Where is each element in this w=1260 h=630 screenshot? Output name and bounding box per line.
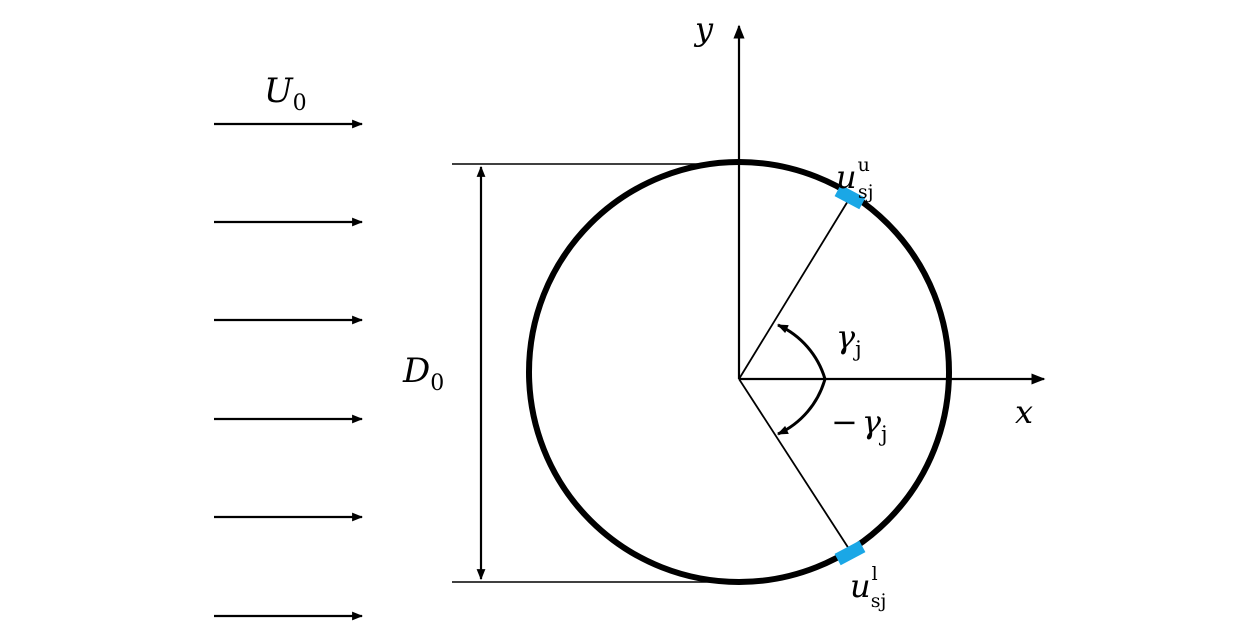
jet-slot-upper [834, 184, 866, 210]
angle-arc-upper [776, 323, 827, 380]
angle-label-upper: γj [836, 318, 862, 361]
radial-line-upper [738, 195, 852, 380]
freestream-arrows [214, 119, 364, 621]
angle-arc-lower [777, 378, 827, 436]
y-axis-label: y [693, 10, 714, 48]
radial-line-lower [738, 378, 852, 553]
jet-slot-lower [834, 540, 866, 566]
angle-label-lower: −γj [831, 403, 887, 446]
x-axis-label: x [1015, 393, 1033, 431]
freestream-velocity-label: U0 [264, 71, 307, 116]
diameter-label: D0 [402, 351, 444, 396]
